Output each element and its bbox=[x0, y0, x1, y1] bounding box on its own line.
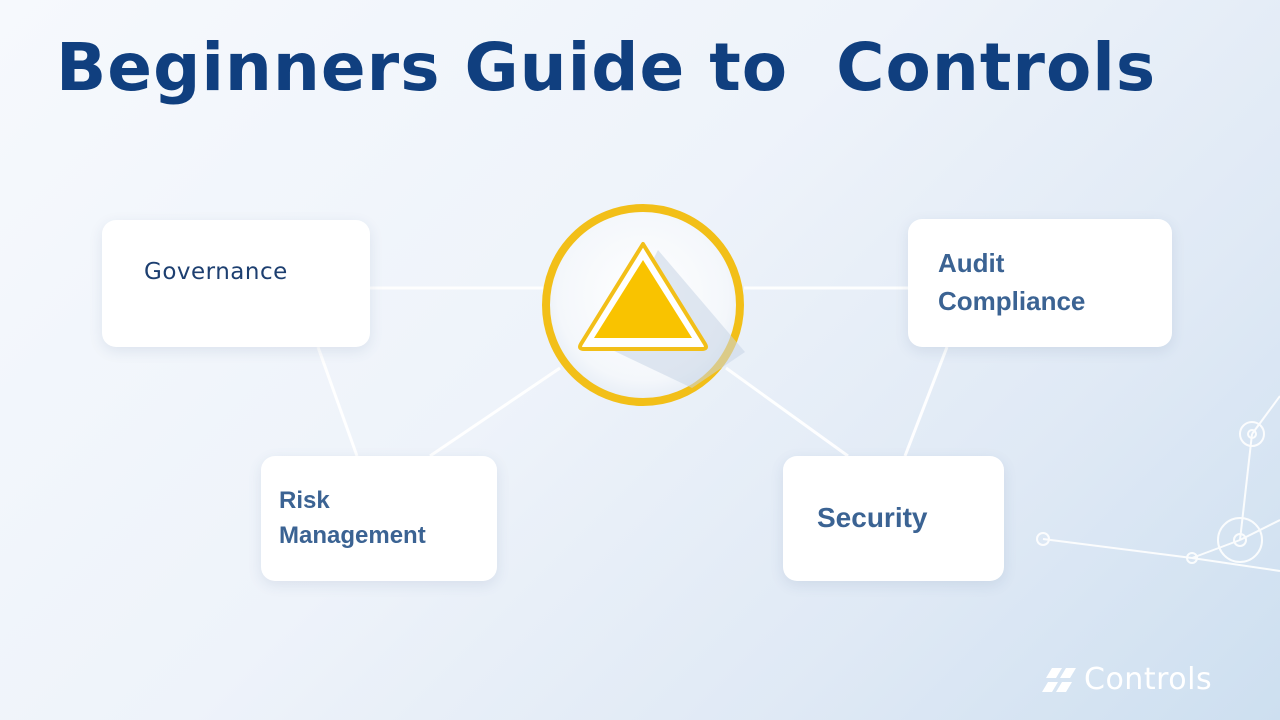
brand-logo-text: Controls bbox=[1084, 662, 1213, 697]
hub-warning-badge bbox=[542, 204, 745, 406]
risk-management-card: Risk Management bbox=[261, 456, 497, 581]
slide-title: Beginners Guide to Controls bbox=[56, 29, 1157, 106]
connector-governance-risk bbox=[316, 346, 359, 457]
security-label: Security bbox=[817, 502, 928, 534]
risk-management-label: Risk Management bbox=[279, 486, 426, 549]
audit-compliance-card: Audit Compliance bbox=[908, 219, 1172, 347]
connector-audit-security bbox=[903, 346, 949, 457]
connector-hub-security bbox=[725, 366, 849, 458]
brand-logo: Controls bbox=[1042, 662, 1212, 697]
governance-label: Governance bbox=[144, 259, 288, 285]
connector-hub-risk bbox=[429, 366, 561, 458]
network-decoration bbox=[1036, 395, 1280, 572]
warning-triangle-icon bbox=[578, 242, 708, 351]
governance-card: Governance bbox=[102, 220, 370, 347]
security-card: Security bbox=[783, 456, 1004, 581]
audit-compliance-label: Audit Compliance bbox=[938, 248, 1086, 316]
slanted-bars-icon bbox=[1042, 667, 1076, 692]
